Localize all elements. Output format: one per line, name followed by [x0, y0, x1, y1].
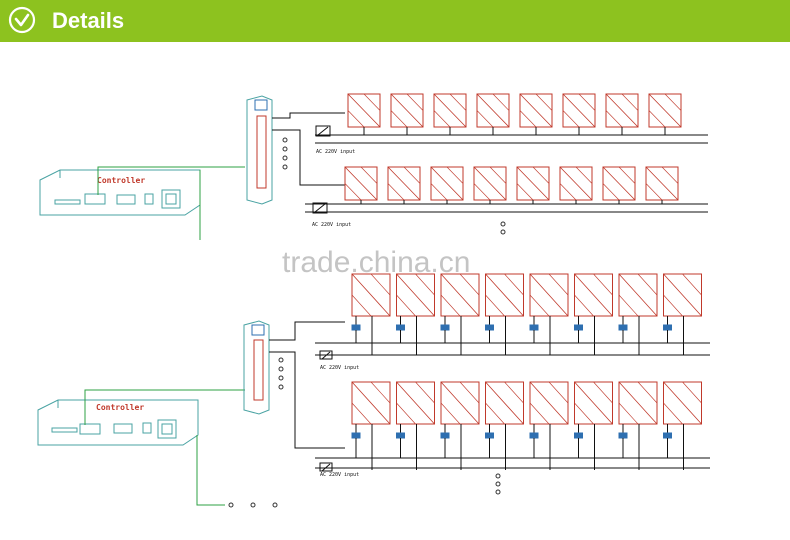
check-circle-icon [8, 6, 36, 34]
led-module [574, 381, 613, 425]
led-module [485, 273, 524, 317]
controller-box [37, 399, 199, 446]
led-module [351, 381, 391, 425]
power-input-label: AC 220V input [312, 222, 351, 228]
led-module [663, 273, 702, 317]
led-module [396, 273, 435, 317]
header-bar: Details [0, 0, 790, 42]
led-module [476, 93, 510, 128]
power-input-label: AC 220V input [320, 365, 359, 371]
led-module [440, 273, 480, 317]
led-module [618, 273, 658, 317]
led-module [574, 273, 613, 317]
page-title: Details [52, 8, 125, 33]
controller-label: Controller [96, 403, 144, 412]
led-module [473, 166, 507, 201]
led-module [433, 93, 467, 128]
led-module [485, 381, 524, 425]
led-module [529, 381, 569, 425]
wiring-diagram: Controller AC 220V input AC 220V input [37, 93, 710, 508]
led-module [390, 93, 424, 128]
led-module [618, 381, 658, 425]
led-module [559, 166, 593, 201]
led-module [396, 381, 435, 425]
led-module [351, 273, 391, 317]
controller-label: Controller [97, 176, 145, 185]
distributor-box [246, 95, 273, 205]
distributor-box [243, 320, 270, 415]
led-module [516, 166, 550, 201]
led-module [645, 166, 679, 201]
led-module [602, 166, 636, 201]
led-module [387, 166, 421, 201]
watermark: trade.china.cn [282, 246, 470, 279]
led-module [430, 166, 464, 201]
led-module [663, 381, 702, 425]
led-module [648, 93, 682, 128]
led-module [440, 381, 480, 425]
power-input-label: AC 220V input [316, 149, 355, 155]
led-module [344, 166, 378, 201]
led-module [562, 93, 596, 128]
led-module [605, 93, 639, 128]
led-module [519, 93, 553, 128]
power-input-label: AC 220V input [320, 472, 359, 478]
led-module [347, 93, 381, 128]
led-module [529, 273, 569, 317]
